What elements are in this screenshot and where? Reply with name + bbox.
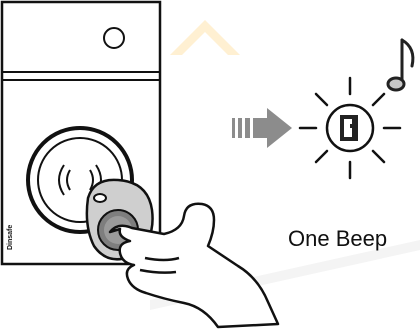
music-note-icon <box>388 40 413 90</box>
status-led <box>104 28 124 48</box>
watermark-chevron <box>170 20 240 55</box>
arrow-right-icon <box>232 108 292 148</box>
door-icon <box>300 78 400 178</box>
device-brand-label: Dinsafe <box>7 225 14 250</box>
caption-one-beep: One Beep <box>288 226 387 252</box>
